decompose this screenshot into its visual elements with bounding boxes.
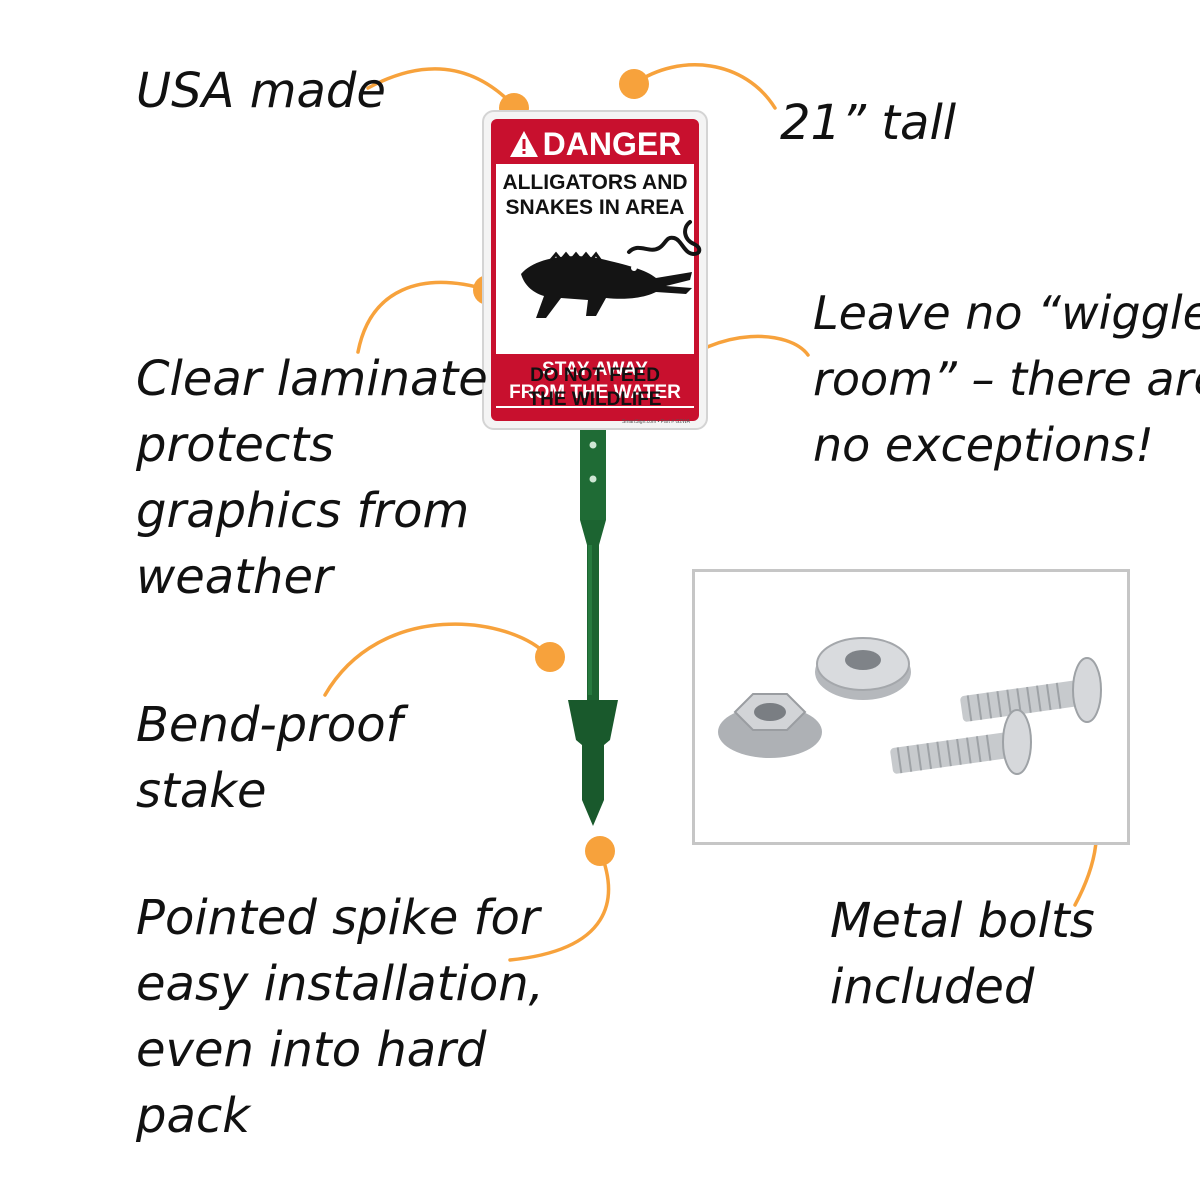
callout-line: protects: [136, 417, 335, 473]
callout-metal-bolts: Metal bolts included: [830, 888, 1095, 1020]
callout-bend-proof: Bend-proof stake: [136, 692, 403, 824]
callout-line: pack: [136, 1088, 251, 1144]
sign-warning-band: STAY AWAY FROM THE WATER: [496, 354, 694, 406]
callout-line: Metal bolts: [830, 893, 1095, 949]
callout-line: Clear laminate: [136, 351, 488, 407]
callout-line: stake: [136, 763, 267, 819]
flange-nut-icon: [815, 637, 911, 700]
callout-line: no exceptions!: [813, 418, 1154, 472]
alligator-icon: [521, 251, 692, 318]
sign-instruction-text: DO NOT FEED THE WILDLIFE: [484, 364, 706, 420]
bolt-icon: [960, 657, 1102, 723]
callout-text: 21” tall: [780, 95, 957, 151]
sign-instruction-line: DO NOT FEED: [530, 365, 660, 386]
callout-wiggle-room: Leave no “wiggle room” – there are no ex…: [813, 280, 1200, 478]
callout-text: USA made: [136, 63, 386, 119]
callout-line: even into hard: [136, 1022, 487, 1078]
sign-hazard-text: ALLIGATORS AND SNAKES IN AREA: [496, 170, 694, 220]
sign-header: DANGER: [496, 126, 694, 162]
warning-triangle-icon: [509, 131, 538, 157]
sign-band-line: FROM THE WATER: [509, 382, 681, 403]
sign-instruction-line: THE WILDLIFE: [528, 389, 662, 410]
callout-line: easy installation,: [136, 956, 544, 1012]
bolt-icon: [890, 709, 1032, 775]
sign-white-panel: ALLIGATORS AND SNAKES IN AREA STAY AWAY …: [496, 164, 702, 408]
sign-hazard-line: ALLIGATORS AND: [502, 171, 688, 194]
sign-header-text: DANGER: [542, 125, 682, 162]
danger-sign: DANGER ALLIGATORS AND SNAKES IN AREA STA…: [482, 110, 708, 430]
callout-pointed-spike: Pointed spike for easy installation, eve…: [136, 885, 544, 1149]
callout-line: room” – there are: [813, 352, 1200, 406]
callout-line: Bend-proof: [136, 697, 403, 753]
callout-usa-made: USA made: [136, 58, 386, 124]
callout-line: weather: [136, 549, 333, 605]
sign-band-line: STAY AWAY: [542, 359, 648, 380]
callout-laminate: Clear laminate protects graphics from we…: [136, 346, 488, 610]
bolts-and-nuts-image: [718, 637, 1102, 775]
snake-icon: [627, 220, 702, 257]
hex-nut-icon: [718, 693, 822, 758]
hardware-photo-frame: [692, 569, 1130, 845]
sign-hazard-line: SNAKES IN AREA: [505, 196, 685, 219]
callout-line: included: [830, 959, 1035, 1015]
stake: [568, 430, 618, 826]
callout-line: graphics from: [136, 483, 470, 539]
callout-line: Leave no “wiggle: [813, 286, 1200, 340]
sign-footer: SmartSign.com • Part # G2WA: [622, 419, 690, 425]
callout-height: 21” tall: [780, 90, 956, 156]
callout-line: Pointed spike for: [136, 890, 540, 946]
